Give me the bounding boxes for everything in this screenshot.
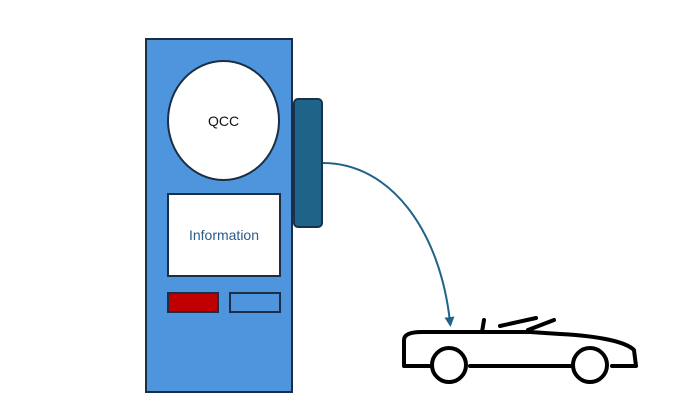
qcc-label: QCC	[207, 112, 240, 129]
blue-button[interactable]	[229, 292, 281, 313]
convertible-car-icon	[402, 316, 638, 384]
charging-connector	[293, 98, 323, 228]
information-label: Information	[188, 227, 260, 243]
charging-cable-arrow	[322, 162, 455, 327]
red-button[interactable]	[167, 292, 219, 313]
information-panel: Information	[167, 193, 281, 277]
qcc-display: QCC	[167, 60, 280, 181]
